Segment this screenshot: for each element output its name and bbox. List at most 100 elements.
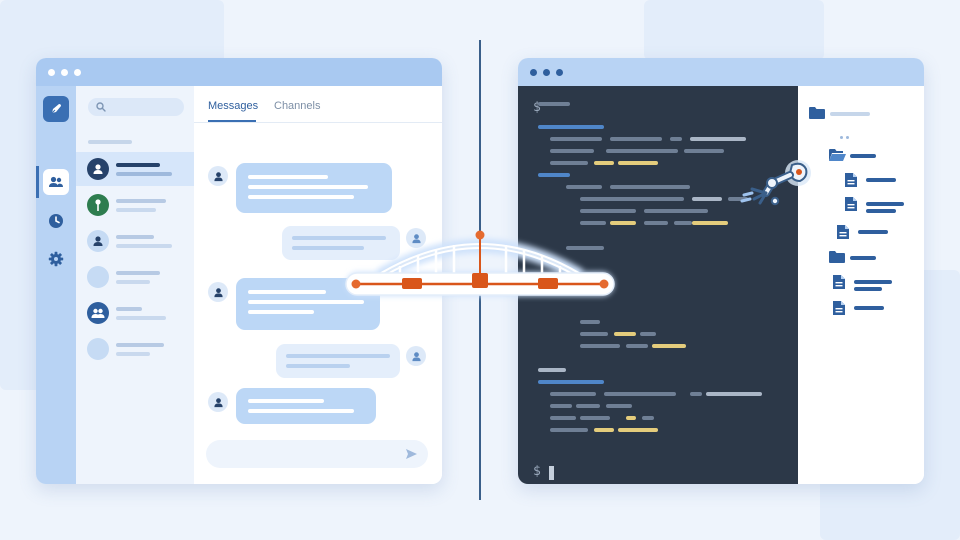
terminal-prompt: $ — [533, 100, 541, 115]
message-text-placeholder — [292, 246, 364, 250]
code-line-placeholder — [550, 149, 594, 153]
window-control-dot[interactable] — [556, 69, 563, 76]
contacts-section-header — [88, 140, 132, 144]
rail-button-compose[interactable] — [43, 96, 69, 122]
code-line-placeholder — [692, 197, 722, 201]
avatar — [208, 166, 228, 186]
user-icon — [411, 233, 421, 243]
contact-item[interactable] — [76, 152, 194, 186]
message-text-placeholder — [286, 364, 350, 368]
code-line-placeholder — [538, 125, 604, 129]
code-line-placeholder — [706, 392, 762, 396]
file-icon — [844, 196, 858, 217]
tree-item[interactable] — [836, 224, 908, 242]
code-line-placeholder — [550, 428, 588, 432]
outgoing-message-bubble[interactable] — [282, 226, 400, 260]
code-line-placeholder — [580, 344, 620, 348]
background-panel — [644, 0, 824, 60]
file-icon — [832, 274, 846, 295]
code-line-placeholder — [566, 185, 602, 189]
file-icon — [844, 172, 858, 193]
window-control-dot[interactable] — [530, 69, 537, 76]
contact-item[interactable] — [76, 296, 194, 330]
contact-list — [76, 86, 194, 484]
code-line-placeholder — [576, 404, 600, 408]
avatar — [208, 392, 228, 412]
tree-item[interactable] — [832, 274, 908, 292]
user-icon — [93, 164, 103, 174]
incoming-message-bubble[interactable] — [236, 163, 392, 213]
avatar — [87, 338, 109, 360]
terminal-app-window: $ $ — [518, 58, 924, 484]
contact-item[interactable] — [76, 224, 194, 258]
avatar — [406, 346, 426, 366]
message-composer-input[interactable] — [206, 440, 428, 468]
clock-icon — [49, 214, 63, 228]
folder-open-icon — [828, 148, 846, 167]
tab-channels[interactable]: Channels — [274, 100, 321, 112]
code-line-placeholder — [580, 416, 610, 420]
avatar — [87, 194, 109, 216]
tree-ellipsis — [840, 136, 843, 139]
avatar — [208, 282, 228, 302]
tree-item[interactable] — [828, 148, 908, 166]
window-control-dot[interactable] — [48, 69, 55, 76]
contact-item[interactable] — [76, 260, 194, 294]
contact-preview-placeholder — [116, 172, 172, 176]
tree-item[interactable] — [844, 172, 908, 190]
folder-icon — [828, 250, 846, 269]
contact-item[interactable] — [76, 188, 194, 222]
message-text-placeholder — [248, 185, 368, 189]
code-line-placeholder — [692, 221, 728, 225]
tree-item[interactable] — [844, 196, 908, 214]
chat-titlebar — [36, 58, 442, 86]
code-line-placeholder — [580, 221, 606, 225]
window-control-dot[interactable] — [74, 69, 81, 76]
user-icon — [95, 199, 101, 211]
tree-item-label-placeholder — [866, 202, 904, 206]
tab-separator — [194, 122, 442, 123]
bridge-icon — [345, 230, 615, 296]
file-icon — [832, 300, 846, 321]
tree-item[interactable] — [832, 300, 908, 318]
code-line-placeholder — [538, 102, 570, 106]
contact-preview-placeholder — [116, 316, 166, 320]
rail-button-users[interactable] — [43, 169, 69, 195]
code-line-placeholder — [538, 380, 604, 384]
message-text-placeholder — [292, 236, 386, 240]
code-line-placeholder — [580, 209, 636, 213]
code-line-placeholder — [610, 137, 662, 141]
code-line-placeholder — [640, 332, 656, 336]
code-line-placeholder — [538, 173, 570, 177]
user-icon — [213, 397, 223, 407]
contact-name-placeholder — [116, 307, 142, 311]
terminal-cursor — [549, 466, 554, 480]
window-control-dot[interactable] — [61, 69, 68, 76]
avatar — [406, 228, 426, 248]
tab-messages[interactable]: Messages — [208, 100, 259, 112]
contact-search-input[interactable] — [88, 98, 184, 116]
contact-preview-placeholder — [116, 208, 156, 212]
rail-button-settings[interactable] — [43, 246, 69, 272]
code-line-placeholder — [690, 392, 702, 396]
users-icon — [49, 176, 63, 187]
user-icon — [213, 171, 223, 181]
outgoing-message-bubble[interactable] — [276, 344, 400, 378]
message-text-placeholder — [286, 354, 390, 358]
tree-item[interactable] — [828, 250, 908, 268]
avatar — [87, 158, 109, 180]
code-line-placeholder — [594, 161, 614, 165]
tree-item-label-placeholder — [854, 280, 892, 284]
incoming-message-bubble[interactable] — [236, 388, 376, 424]
code-line-placeholder — [626, 416, 636, 420]
tree-item[interactable] — [808, 106, 908, 124]
code-line-placeholder — [644, 221, 668, 225]
contact-item[interactable] — [76, 332, 194, 366]
rail-button-history[interactable] — [43, 208, 69, 234]
code-line-placeholder — [610, 185, 690, 189]
tree-ellipsis — [846, 136, 849, 139]
send-icon[interactable] — [405, 448, 418, 460]
chat-app-window: Messages Channels — [36, 58, 442, 484]
window-control-dot[interactable] — [543, 69, 550, 76]
code-line-placeholder — [550, 416, 576, 420]
